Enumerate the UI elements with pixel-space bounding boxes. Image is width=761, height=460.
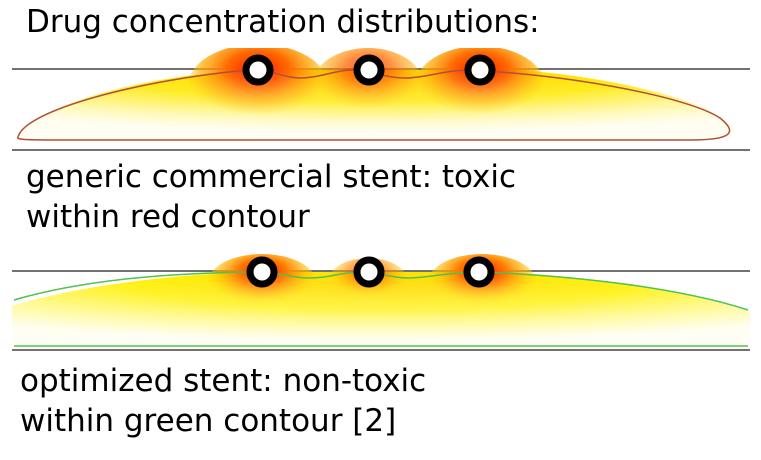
optimized-stent-concentration-map [12, 254, 750, 351]
toxic-contour [16, 69, 731, 141]
caption-line: generic commercial stent: toxic [26, 159, 517, 195]
caption-line: optimized stent: non-toxic [20, 363, 427, 399]
stent-strut [246, 256, 278, 288]
stent-strut [463, 256, 495, 288]
stent-strut [353, 256, 385, 288]
caption-line: within red contour [26, 199, 310, 235]
generic-stent-concentration-map [12, 48, 750, 151]
stent-strut [464, 54, 496, 86]
generic-stent-caption: generic commercial stent: toxic within r… [26, 157, 516, 237]
caption-line: within green contour [2] [20, 403, 397, 439]
stent-strut [353, 54, 385, 86]
diagram-heading: Drug concentration distributions: [26, 4, 540, 40]
stent-strut [242, 54, 274, 86]
optimized-stent-caption: optimized stent: non-toxic within green … [20, 361, 426, 441]
